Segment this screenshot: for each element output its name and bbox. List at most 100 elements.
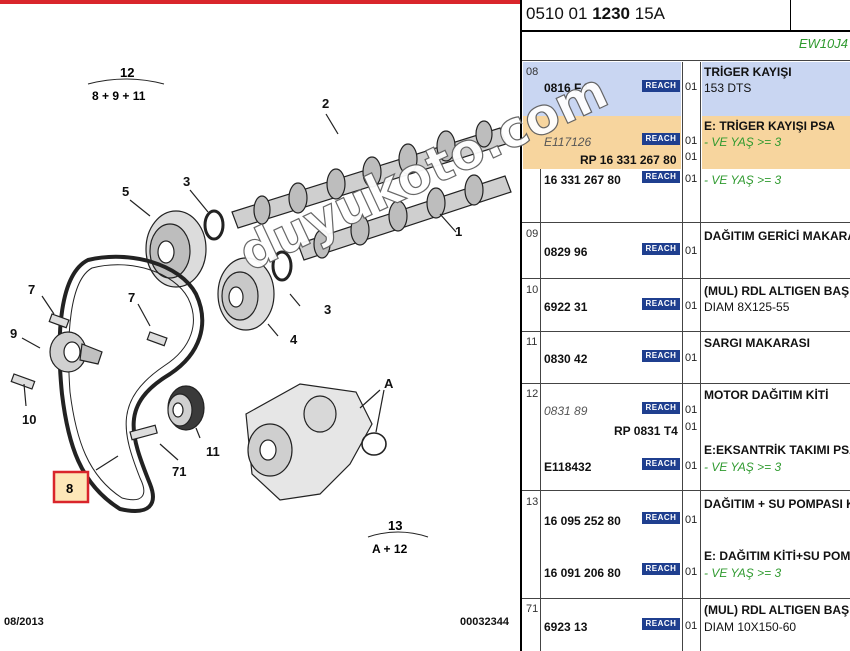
part-condition: - VE YAŞ >= 3 bbox=[704, 566, 782, 580]
highlight-box-8[interactable] bbox=[52, 470, 90, 504]
part-code[interactable]: 0830 42 bbox=[544, 352, 588, 366]
row-ref: 09 bbox=[526, 228, 539, 240]
part-description: MOTOR DAĞITIM KİTİ bbox=[704, 388, 829, 402]
reach-badge: REACH bbox=[642, 512, 680, 524]
parts-panel: 0510 01 1230 15A EW10J4 08 0816 F4 REACH… bbox=[520, 0, 850, 651]
part-code[interactable]: 6923 13 bbox=[544, 620, 588, 634]
quantity: 01 bbox=[685, 151, 698, 163]
part-description: DAĞITIM + SU POMPASI K bbox=[704, 497, 850, 511]
row-ref: 10 bbox=[526, 284, 539, 296]
part-detail: DIAM 10X150-60 bbox=[704, 620, 797, 634]
callout-13-number: 13 bbox=[388, 518, 402, 533]
quantity: 01 bbox=[685, 460, 698, 472]
label-4: 4 bbox=[290, 332, 298, 347]
reach-badge: REACH bbox=[642, 171, 680, 183]
part-description: TRİGER KAYIŞI bbox=[704, 65, 792, 79]
bolt-71 bbox=[129, 424, 158, 441]
camshaft-upper bbox=[231, 120, 507, 229]
seal-upper bbox=[203, 209, 225, 241]
replacement-part[interactable]: RP 16 331 267 80 bbox=[580, 153, 677, 167]
label-7-right: 7 bbox=[128, 290, 135, 305]
reach-badge: REACH bbox=[642, 80, 680, 92]
reach-badge: REACH bbox=[642, 243, 680, 255]
quantity: 01 bbox=[685, 352, 698, 364]
quantity: 01 bbox=[685, 514, 698, 526]
seal-lower bbox=[271, 250, 293, 282]
label-7-left: 7 bbox=[28, 282, 35, 297]
label-2: 2 bbox=[322, 96, 329, 111]
water-pump bbox=[245, 383, 373, 501]
part-description: E: TRİGER KAYIŞI PSA bbox=[704, 119, 835, 133]
row-ref: 11 bbox=[526, 336, 538, 348]
sprocket-4 bbox=[217, 257, 275, 331]
reach-badge: REACH bbox=[642, 618, 680, 630]
reach-badge: REACH bbox=[642, 458, 680, 470]
reach-badge: REACH bbox=[642, 350, 680, 362]
tensioner-pulley-9 bbox=[49, 331, 103, 373]
reach-badge: REACH bbox=[642, 133, 680, 145]
quantity: 01 bbox=[685, 173, 698, 185]
label-10: 10 bbox=[22, 412, 36, 427]
label-a: A bbox=[384, 376, 394, 391]
diagram-canvas: 12 8 + 9 + 11 13 A + 12 2 1 3 5 3 4 7 7 … bbox=[10, 65, 512, 556]
callout-12-number: 12 bbox=[120, 65, 134, 80]
row-ref: 12 bbox=[526, 388, 539, 400]
part-description: (MUL) RDL ALTIGEN BAŞ bbox=[704, 603, 850, 617]
part-description: (MUL) RDL ALTIGEN BAŞ bbox=[704, 284, 850, 298]
reference-code-prefix: 0510 01 bbox=[526, 4, 588, 23]
quantity: 01 bbox=[685, 135, 698, 147]
row-ref: 13 bbox=[526, 496, 539, 508]
part-code[interactable]: 16 095 252 80 bbox=[544, 514, 621, 528]
label-71: 71 bbox=[172, 464, 186, 479]
reference-code: 0510 01 1230 15A bbox=[526, 4, 665, 24]
diagram-date: 08/2013 bbox=[4, 616, 44, 628]
part-condition: - VE YAŞ >= 3 bbox=[704, 173, 782, 187]
part-code[interactable]: E117126 bbox=[544, 135, 592, 149]
part-code[interactable]: 0829 96 bbox=[544, 245, 588, 259]
quantity: 01 bbox=[685, 81, 698, 93]
part-description: E:EKSANTRİK TAKIMI PSA bbox=[704, 443, 850, 457]
label-8: 8 bbox=[66, 481, 73, 496]
part-description: SARGI MAKARASI bbox=[704, 336, 811, 350]
exploded-diagram: 12 8 + 9 + 11 13 A + 12 2 1 3 5 3 4 7 7 … bbox=[0, 4, 520, 651]
label-9: 9 bbox=[10, 326, 17, 341]
quantity: 01 bbox=[685, 620, 698, 632]
part-code[interactable]: 0831 89 bbox=[544, 404, 588, 418]
reference-code-suffix: 15A bbox=[634, 4, 665, 23]
label-3-lower: 3 bbox=[324, 302, 331, 317]
quantity: 01 bbox=[685, 404, 698, 416]
reach-badge: REACH bbox=[642, 298, 680, 310]
part-code[interactable]: 16 331 267 80 bbox=[544, 173, 621, 187]
part-code[interactable]: E118432 bbox=[544, 460, 592, 474]
label-3-upper: 3 bbox=[183, 174, 190, 189]
replacement-part[interactable]: RP 0831 T4 bbox=[614, 424, 678, 438]
sprocket-5 bbox=[145, 210, 207, 288]
engine-code: EW10J4 bbox=[798, 36, 848, 51]
reference-code-main: 1230 bbox=[592, 4, 631, 23]
bolt-7-right bbox=[146, 331, 168, 347]
part-description: E: DAĞITIM KİTİ+SU POMP bbox=[704, 549, 850, 563]
timing-belt bbox=[57, 254, 205, 513]
part-condition: - VE YAŞ >= 3 bbox=[704, 135, 782, 149]
part-code[interactable]: 6922 31 bbox=[544, 300, 588, 314]
reach-badge: REACH bbox=[642, 402, 680, 414]
panel-header: 0510 01 1230 15A bbox=[522, 0, 850, 32]
camshaft-lower bbox=[297, 174, 512, 261]
idler-pulley-11 bbox=[167, 385, 205, 431]
part-detail: DIAM 8X125-55 bbox=[704, 300, 790, 314]
bolt-7-left bbox=[48, 313, 70, 329]
label-11: 11 bbox=[206, 444, 220, 459]
quantity: 01 bbox=[685, 421, 698, 433]
callout-13-formula: A + 12 bbox=[372, 542, 408, 556]
part-code[interactable]: 16 091 206 80 bbox=[544, 566, 621, 580]
row-ref: 08 bbox=[526, 66, 539, 78]
quantity: 01 bbox=[685, 566, 698, 578]
callout-12-formula: 8 + 9 + 11 bbox=[92, 89, 146, 103]
row-ref: 71 bbox=[526, 603, 539, 615]
part-description: DAĞITIM GERİCİ MAKARA bbox=[704, 229, 850, 243]
label-5: 5 bbox=[122, 184, 129, 199]
part-code[interactable]: 0816 F4 bbox=[544, 81, 589, 95]
diagram-code: 00032344 bbox=[460, 616, 509, 628]
quantity: 01 bbox=[685, 300, 698, 312]
part-condition: - VE YAŞ >= 3 bbox=[704, 460, 782, 474]
